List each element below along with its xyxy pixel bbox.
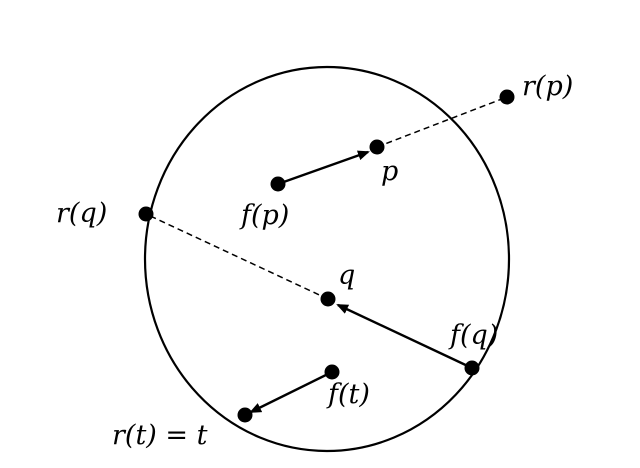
label-r-p: r(p) <box>522 71 573 102</box>
arrow-ft-to-rt <box>249 370 333 414</box>
label-p: p <box>381 156 398 187</box>
label-f-q: f(q) <box>448 320 498 351</box>
point-f-t <box>324 364 340 380</box>
label-r-q: r(q) <box>56 198 107 229</box>
label-r-t: r(t) = t <box>112 420 208 451</box>
point-f-q <box>464 360 480 376</box>
ray-q-to-boundary <box>145 213 329 300</box>
arrow-fp-to-p <box>277 150 370 186</box>
label-f-p: f(p) <box>239 200 289 231</box>
label-f-t: f(t) <box>326 379 370 410</box>
point-f-p <box>270 176 286 192</box>
point-r-q <box>138 206 154 222</box>
disk-boundary <box>143 65 511 453</box>
point-q <box>320 291 336 307</box>
point-p <box>369 139 385 155</box>
label-q: q <box>338 260 355 291</box>
ray-p-to-boundary <box>376 96 508 148</box>
point-r-t <box>237 407 253 423</box>
point-r-p <box>499 89 515 105</box>
arrow-fq-to-q <box>336 303 473 370</box>
